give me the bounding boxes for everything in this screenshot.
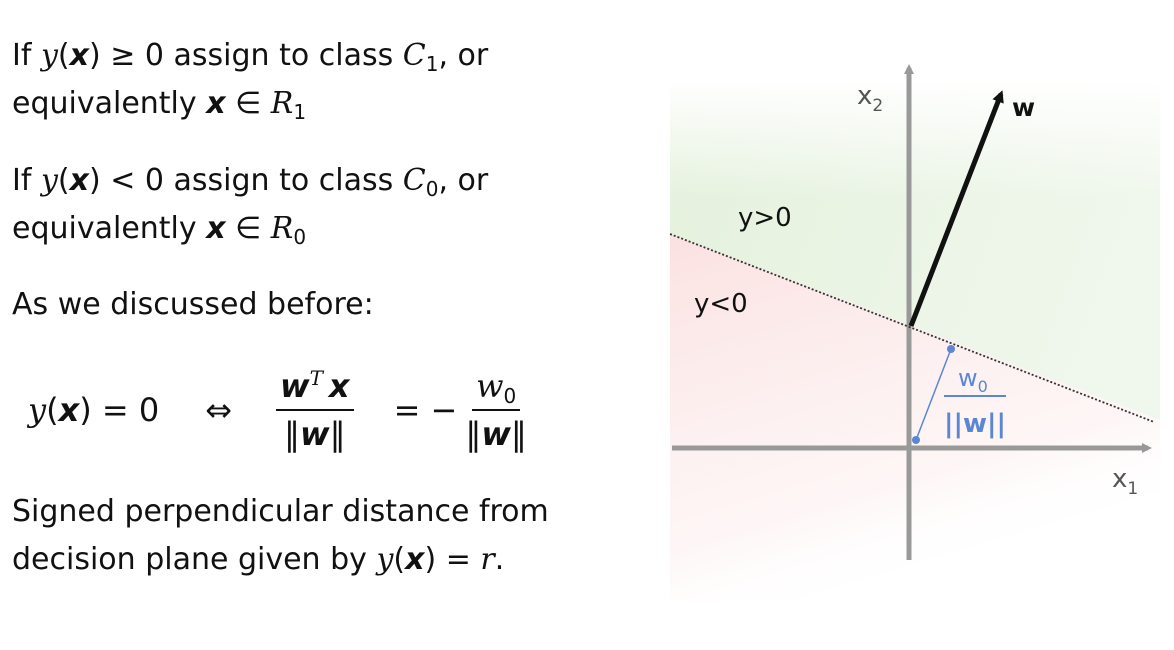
rule1-text: , or [438, 38, 489, 73]
distance-line-1: Signed perpendicular distance from [12, 494, 549, 529]
equation-lhs: y(x) = 0 [28, 391, 159, 429]
distance-label-denominator: ||w|| [944, 409, 1006, 439]
math-y: y [40, 163, 58, 198]
norm-bar: ‖ [329, 415, 346, 453]
period: . [494, 542, 505, 577]
weight-vector-arrow [908, 90, 1004, 327]
rule1-text: equivalently [12, 86, 207, 121]
distance-segment [915, 348, 952, 441]
equals-minus: = − [393, 391, 458, 429]
math-w: w [481, 415, 511, 453]
distance-point-boundary [947, 345, 955, 353]
superscript-t: T [309, 366, 323, 390]
subscript: 0 [503, 384, 517, 408]
subscript: 0 [293, 225, 307, 249]
positive-region-label: y>0 [738, 203, 792, 233]
math-y: y [28, 391, 47, 429]
paren: ( [46, 391, 59, 429]
math-y: y [40, 38, 58, 73]
norm-bar: ‖ [465, 415, 482, 453]
subscript: 1 [293, 100, 307, 124]
math-x: x [328, 367, 350, 405]
norm-bar: ‖ [510, 415, 527, 453]
rule-class-1: If y(x) ≥ 0 assign to class C1, or equiv… [12, 32, 488, 128]
math-x: x [69, 163, 89, 198]
rule1-text: If [12, 38, 41, 73]
rule0-text: If [12, 163, 41, 198]
math-x: x [69, 38, 89, 73]
weight-vector-label: w [1012, 93, 1035, 122]
fraction-w0-over-norm: w0 ‖w‖ [461, 367, 531, 453]
math-r: r [480, 542, 495, 577]
norm-bar: ‖ [284, 415, 300, 453]
math-class-c: C [402, 163, 426, 198]
math-x: x [58, 391, 80, 429]
distance-text: Signed perpendicular distance from decis… [12, 488, 549, 584]
x1-axis-label: x1 [1112, 464, 1138, 499]
decision-boundary-line [669, 233, 1155, 423]
math-region-r: R [270, 86, 294, 121]
paren: ( [57, 163, 70, 198]
math-w: w [476, 367, 504, 405]
fraction-denominator: ‖w‖ [280, 411, 350, 453]
math-y: y [376, 542, 394, 577]
iff-symbol: ⇔ [205, 391, 233, 429]
negative-region-label: y<0 [694, 289, 748, 319]
rule-class-0: If y(x) < 0 assign to class C0, or equiv… [12, 157, 488, 253]
math-region-r: R [270, 211, 294, 246]
subscript: 1 [425, 52, 439, 76]
element-of: ∈ [225, 86, 271, 121]
math-x: x [206, 86, 226, 121]
equals-zero: ) = 0 [79, 391, 160, 429]
distance-label-numerator: w0 [958, 364, 988, 396]
x2-axis-label: x2 [857, 81, 883, 116]
math-x: x [206, 211, 226, 246]
math-w: w [300, 415, 330, 453]
paren: ( [57, 38, 70, 73]
paren: ( [393, 542, 406, 577]
rule1-text: ) ≥ 0 assign to class [88, 38, 403, 73]
math-w: w [280, 367, 310, 405]
fraction-denominator: ‖w‖ [461, 411, 531, 453]
fraction-numerator: w0 [472, 367, 521, 411]
distance-line-2: decision plane given by [12, 542, 377, 577]
negative-region [670, 234, 1160, 600]
element-of: ∈ [225, 211, 271, 246]
math-class-c: C [402, 38, 426, 73]
decision-boundary-diagram: x2 x1 w y>0 y<0 w0 ||w|| [669, 64, 1160, 600]
math-x: x [405, 542, 425, 577]
distance-point-origin [912, 436, 920, 444]
positive-region-fade [670, 80, 1160, 420]
rule0-text: equivalently [12, 211, 207, 246]
rule0-text: , or [438, 163, 489, 198]
equals: ) = [424, 542, 481, 577]
rule0-text: ) < 0 assign to class [88, 163, 403, 198]
discussed-text: As we discussed before: [12, 287, 374, 322]
subscript: 0 [425, 177, 439, 201]
